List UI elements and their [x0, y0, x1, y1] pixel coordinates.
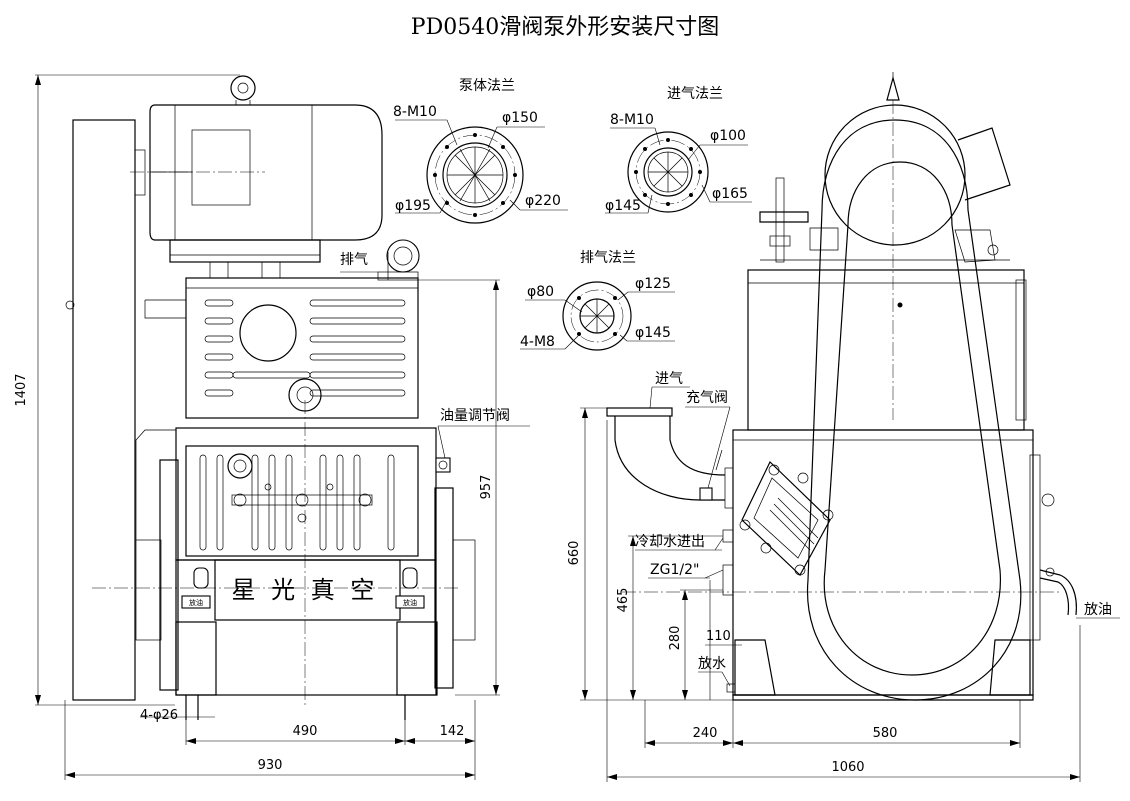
dim-total-width: 1060 — [831, 760, 864, 775]
front-view: 放油 放油 星 光 真 空 — [65, 75, 476, 720]
flange-inlet-d1: φ100 — [710, 128, 746, 144]
brand-plate: 星 光 真 空 — [232, 576, 379, 604]
label-cooling-water: 冷却水进出 — [635, 534, 705, 550]
flange-exhaust-bolts: 4-M8 — [520, 334, 555, 350]
flange-inlet-bolts: 8-M10 — [610, 112, 654, 128]
front-base: 放油 放油 星 光 真 空 — [175, 559, 438, 720]
dim-drain-height: 280 — [668, 626, 683, 651]
flange-exhaust: 排气法兰 φ80 φ125 φ145 4-M8 — [520, 250, 675, 351]
flange-pump-body-bolts: 8-M10 — [393, 104, 437, 120]
flange-exhaust-d1: φ80 — [527, 284, 554, 300]
dim-water-height: 465 — [616, 588, 631, 613]
drawing-title: PD0540滑阀泵外形安装尺寸图 — [411, 15, 719, 40]
side-view — [606, 72, 1077, 701]
dim-right-span: 580 — [873, 726, 898, 741]
flange-pump-body: 泵体法兰 8-M10 φ150 φ220 φ195 — [393, 78, 568, 224]
flange-pump-body-title: 泵体法兰 — [459, 78, 515, 94]
flange-pump-body-d3: φ195 — [395, 198, 431, 214]
upper-pump-body — [185, 239, 420, 419]
dim-total-height: 1407 — [14, 373, 29, 406]
dim-drain-offset: 110 — [706, 629, 731, 644]
flange-pump-body-d2: φ220 — [525, 193, 561, 209]
dim-exhaust-height: 957 — [479, 475, 494, 500]
flange-pump-body-d1: φ150 — [502, 110, 538, 126]
belt-guard — [72, 119, 136, 701]
flange-exhaust-title: 排气法兰 — [580, 250, 636, 266]
label-oil-drain: 放油 — [1084, 602, 1112, 618]
label-exhaust: 排气 — [340, 252, 368, 268]
inlet-elbow — [606, 407, 734, 509]
inspection-window — [739, 460, 834, 576]
flange-inlet: 进气法兰 8-M10 φ100 φ145 φ165 — [605, 86, 752, 214]
label-inlet: 进气 — [655, 371, 683, 387]
drain-tag-left: 放油 — [189, 598, 203, 607]
front-dimensions: 1407 957 4-φ26 490 142 930 — [14, 74, 500, 780]
label-oil-valve: 油量调节阀 — [440, 408, 510, 424]
flange-inlet-title: 进气法兰 — [667, 86, 723, 102]
label-gas-ballast: 充气阀 — [686, 390, 728, 406]
drain-tag-right: 放油 — [403, 598, 417, 607]
dim-right-offset: 142 — [440, 724, 465, 739]
flange-exhaust-d3: φ145 — [635, 325, 671, 341]
dim-inlet-height: 660 — [567, 541, 582, 566]
side-dimensions: 660 465 280 110 240 580 1060 — [567, 407, 1081, 782]
label-thread: ZG1/2" — [650, 562, 699, 578]
dim-holes: 4-φ26 — [140, 708, 178, 723]
lower-pump-body — [175, 427, 437, 561]
flange-exhaust-d2: φ125 — [635, 276, 671, 292]
flange-inlet-d3: φ165 — [712, 186, 748, 202]
motor — [149, 75, 383, 279]
label-water-drain: 放水 — [698, 656, 726, 672]
dim-left-span: 240 — [693, 726, 718, 741]
dim-bolt-spacing: 490 — [293, 724, 318, 739]
flange-inlet-d2: φ145 — [605, 198, 641, 214]
dim-base-width: 930 — [258, 758, 283, 773]
